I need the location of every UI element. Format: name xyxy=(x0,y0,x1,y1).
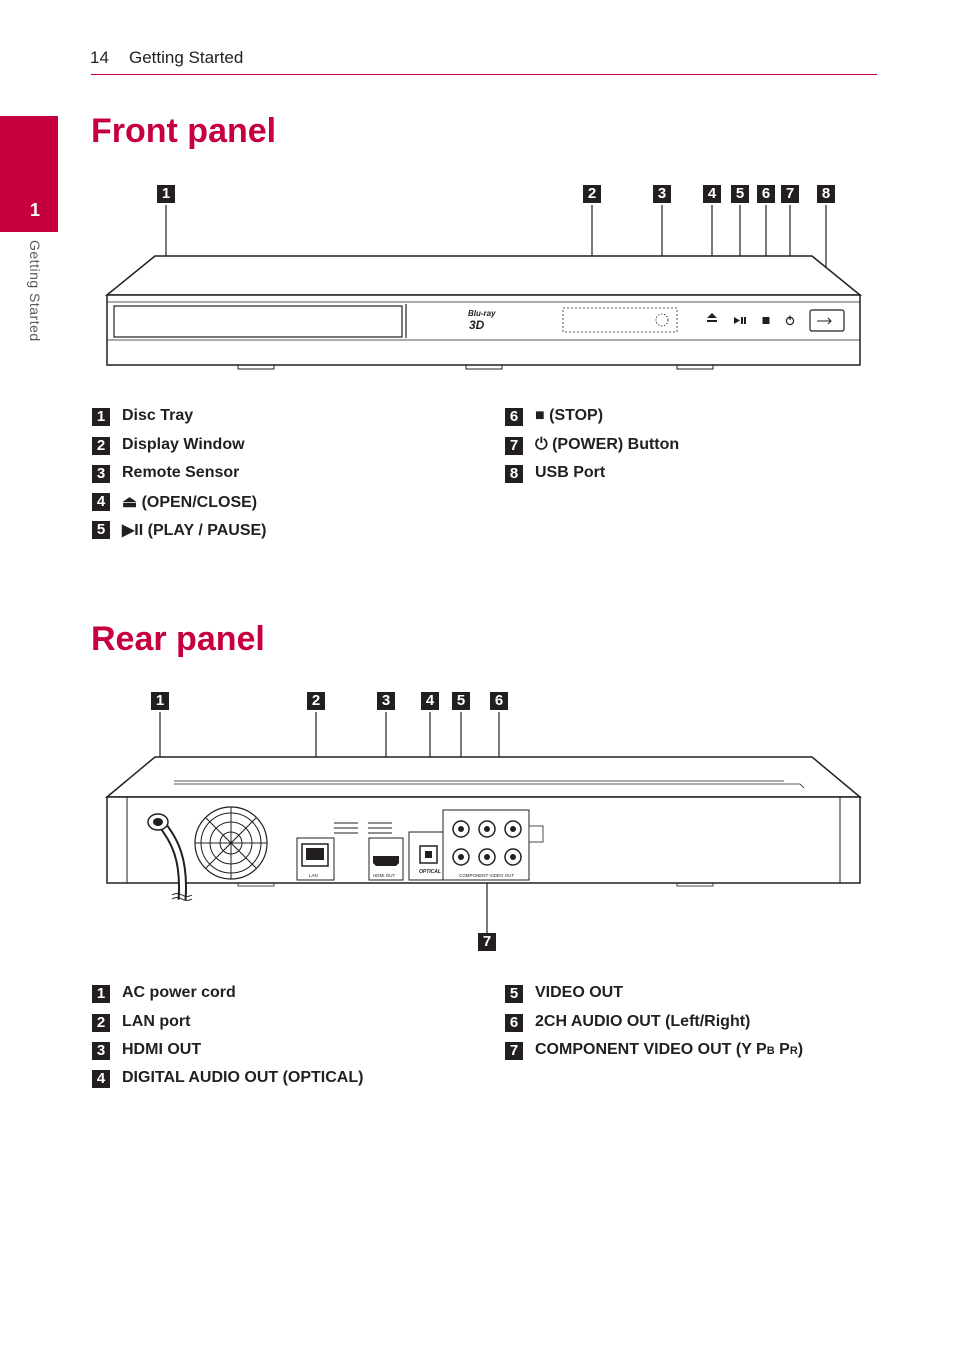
chapter-tab xyxy=(0,116,58,232)
front-legend-label: Remote Sensor xyxy=(122,464,240,481)
component-label-text: COMPONENT VIDEO OUT xyxy=(459,873,514,878)
rear-legend-num: 2 xyxy=(92,1014,110,1032)
front-legend-num: 8 xyxy=(505,465,523,483)
front-legend-label: ▶II (PLAY / PAUSE) xyxy=(122,522,267,539)
rear-legend-num: 4 xyxy=(92,1070,110,1088)
rear-callout-3: 3 xyxy=(377,692,395,710)
bluray-logo-text: Blu-ray xyxy=(468,309,496,318)
front-legend-label: Disc Tray xyxy=(122,407,194,424)
3d-logo-text: 3D xyxy=(469,318,485,332)
rear-panel-title: Rear panel xyxy=(91,620,265,658)
front-legend-num: 4 xyxy=(92,493,110,511)
front-callout-2: 2 xyxy=(583,185,601,203)
rear-legend-num: 3 xyxy=(92,1042,110,1060)
front-legend-num: 6 xyxy=(505,408,523,426)
chapter-tab-label: Getting Started xyxy=(27,240,43,342)
rear-callout-1: 1 xyxy=(151,692,169,710)
rear-legend-label: AC power cord xyxy=(122,984,236,1001)
header-rule xyxy=(91,74,877,75)
rear-legend-num: 6 xyxy=(505,1014,523,1032)
rear-legend-label-component: COMPONENT VIDEO OUT (Y PB PR) xyxy=(535,1041,804,1058)
front-callout-3: 3 xyxy=(653,185,671,203)
front-legend-num: 5 xyxy=(92,521,110,539)
rear-legend-num: 1 xyxy=(92,985,110,1003)
rear-callout-2: 2 xyxy=(307,692,325,710)
rear-legend-label: LAN port xyxy=(122,1013,191,1030)
hdmi-label-text: HDMI OUT xyxy=(373,873,395,878)
rear-legend-num: 7 xyxy=(505,1042,523,1060)
front-panel-diagram: Blu-ray 3D xyxy=(104,205,863,370)
rear-legend-label: DIGITAL AUDIO OUT (OPTICAL) xyxy=(122,1069,364,1086)
rear-callout-6: 6 xyxy=(490,692,508,710)
lan-label-text: LAN xyxy=(309,873,318,878)
front-callout-6: 6 xyxy=(757,185,775,203)
front-legend-num: 1 xyxy=(92,408,110,426)
front-legend-label: ⏻ (POWER) Button xyxy=(535,436,680,453)
rear-legend-num: 5 xyxy=(505,985,523,1003)
front-legend-num: 3 xyxy=(92,465,110,483)
front-legend-num: 2 xyxy=(92,437,110,455)
rear-callout-7: 7 xyxy=(478,933,496,951)
front-legend-label: USB Port xyxy=(535,464,606,481)
optical-label-text: OPTICAL xyxy=(419,869,441,875)
front-panel-title: Front panel xyxy=(91,112,277,150)
rear-callout-4: 4 xyxy=(421,692,439,710)
chapter-tab-number: 1 xyxy=(30,200,41,220)
front-callout-8: 8 xyxy=(817,185,835,203)
front-legend-num: 7 xyxy=(505,437,523,455)
rear-callout-5: 5 xyxy=(452,692,470,710)
chapter-title: Getting Started xyxy=(129,48,244,67)
front-legend-label: ⏏ (OPEN/CLOSE) xyxy=(122,494,258,511)
rear-panel-diagram: LAN HDMI OUT OPTICAL COMPONENT VIDEO OUT xyxy=(104,712,863,934)
front-callout-7: 7 xyxy=(781,185,799,203)
front-callout-5: 5 xyxy=(731,185,749,203)
rear-legend-label: HDMI OUT xyxy=(122,1041,202,1058)
front-legend-label: ■ (STOP) xyxy=(535,407,604,424)
page-number: 14 xyxy=(90,48,109,67)
front-legend-label: Display Window xyxy=(122,436,245,453)
front-callout-1: 1 xyxy=(157,185,175,203)
front-callout-4: 4 xyxy=(703,185,721,203)
rear-legend-label: VIDEO OUT xyxy=(535,984,624,1001)
rear-legend-label: 2CH AUDIO OUT (Left/Right) xyxy=(535,1013,751,1030)
